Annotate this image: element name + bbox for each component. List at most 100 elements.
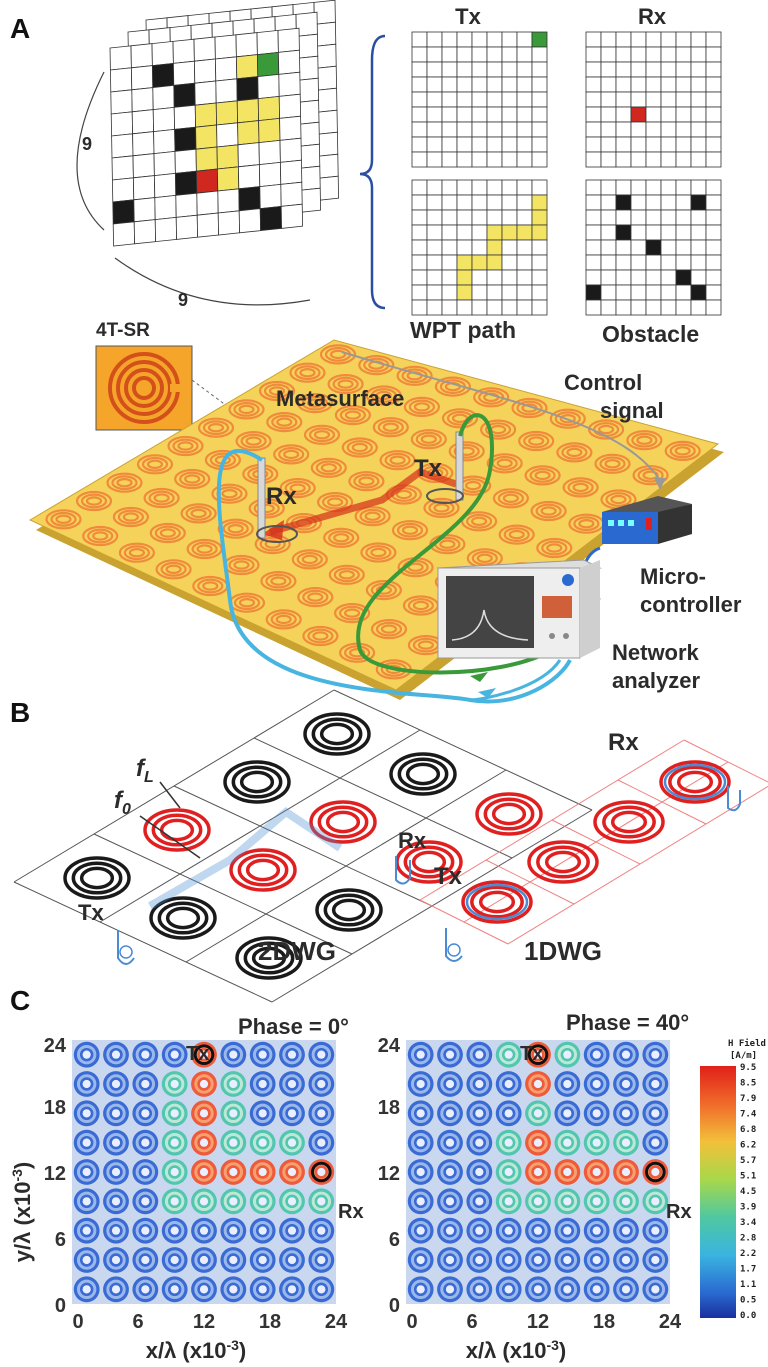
grid-cell bbox=[705, 61, 722, 78]
active-resonator bbox=[527, 840, 599, 884]
grid-cell bbox=[675, 31, 692, 48]
grid-cell bbox=[675, 76, 692, 93]
ring-center bbox=[258, 1109, 267, 1118]
grid-cell bbox=[133, 219, 157, 245]
resonator-ring bbox=[333, 567, 360, 583]
ring-highlight bbox=[616, 1191, 636, 1212]
grid-cell bbox=[411, 46, 428, 63]
tx-grid-title: Tx bbox=[455, 4, 481, 29]
grid-cell bbox=[153, 150, 176, 177]
grid-cell bbox=[630, 31, 647, 48]
ring-center bbox=[563, 1079, 572, 1089]
ring-center bbox=[141, 1167, 150, 1177]
f-zero-label: f0 bbox=[114, 787, 131, 818]
grid-cell bbox=[426, 209, 443, 226]
tx-cable bbox=[356, 413, 553, 675]
grid-cell bbox=[531, 91, 548, 108]
resonator-ring bbox=[567, 480, 594, 495]
ring-highlight bbox=[252, 1044, 273, 1065]
resonator-ring bbox=[85, 496, 103, 506]
grid-cell bbox=[645, 209, 662, 226]
grid-cell bbox=[705, 299, 722, 316]
grid-cell bbox=[426, 121, 443, 138]
grid-cell bbox=[585, 151, 602, 168]
ring-highlight bbox=[223, 1250, 244, 1270]
y-tick-label: 0 bbox=[55, 1295, 66, 1317]
resonator-ring bbox=[339, 407, 366, 423]
ring-center bbox=[258, 1255, 267, 1265]
grid-cell bbox=[238, 208, 262, 234]
ring-highlight bbox=[311, 1132, 332, 1153]
resonator-ring bbox=[599, 456, 626, 472]
resonator-ring bbox=[365, 545, 392, 560]
x-tick-label: 12 bbox=[527, 1311, 549, 1333]
bracket bbox=[359, 34, 386, 310]
resonator-ring bbox=[572, 482, 589, 493]
map0-xlabel: x/λ (x10-3) bbox=[146, 1337, 247, 1363]
1dwg-rx-label: Rx bbox=[608, 729, 639, 756]
phase0-label: Phase = 0° bbox=[238, 1014, 349, 1039]
ring-center bbox=[82, 1226, 91, 1235]
resonator-ring bbox=[328, 530, 355, 546]
resonator-ring bbox=[165, 564, 182, 575]
ring-highlight bbox=[440, 1103, 460, 1124]
grid-cell bbox=[111, 177, 135, 203]
ring-highlight bbox=[76, 1132, 97, 1153]
grid-cell bbox=[660, 194, 677, 211]
grid-cell bbox=[214, 56, 238, 82]
grid-cell bbox=[501, 194, 518, 211]
ring-highlight bbox=[498, 1220, 519, 1241]
resonator-ring bbox=[253, 501, 280, 516]
ring-center bbox=[475, 1285, 484, 1294]
grid-cell bbox=[600, 31, 617, 48]
grid-cell bbox=[456, 179, 473, 196]
resonator-ring bbox=[307, 628, 334, 644]
resonator-ring bbox=[289, 483, 306, 493]
grid-cell bbox=[615, 136, 632, 153]
grid-cell bbox=[600, 209, 617, 226]
grid-cell bbox=[471, 194, 488, 211]
ring-center bbox=[475, 1079, 484, 1089]
grid-cell bbox=[690, 76, 707, 93]
grid-cell bbox=[152, 84, 175, 111]
resonator-ring bbox=[341, 437, 378, 458]
resonator-ring bbox=[284, 480, 311, 496]
resonator-ring bbox=[123, 545, 150, 561]
grid-cell bbox=[516, 106, 533, 123]
grid-cell bbox=[426, 299, 443, 316]
grid-cell bbox=[675, 239, 692, 256]
ring-center bbox=[445, 1138, 455, 1147]
grid-cell bbox=[195, 124, 218, 150]
ring-center bbox=[445, 1079, 455, 1089]
grid-cell bbox=[615, 121, 632, 138]
ring-center bbox=[287, 1255, 297, 1265]
resonator-ring bbox=[605, 492, 632, 507]
detuned-resonator bbox=[223, 760, 291, 804]
y-tick-label: 24 bbox=[44, 1035, 67, 1057]
grid-cell bbox=[690, 299, 707, 316]
grid-cell bbox=[426, 61, 443, 78]
resonator-ring bbox=[180, 503, 217, 524]
ring-highlight bbox=[194, 1279, 214, 1300]
grid-cell bbox=[411, 209, 428, 226]
grid-cell bbox=[426, 194, 443, 211]
resonator-ring bbox=[306, 398, 323, 408]
control-signal-line bbox=[341, 351, 661, 481]
resonator-ring bbox=[296, 552, 323, 567]
grid-cell bbox=[426, 136, 443, 153]
grid-cell bbox=[660, 284, 677, 301]
grid-cell bbox=[516, 179, 533, 196]
ring-highlight bbox=[106, 1162, 126, 1182]
ring-highlight bbox=[645, 1250, 666, 1270]
ring-highlight bbox=[194, 1132, 214, 1153]
ring-highlight bbox=[498, 1279, 519, 1300]
grid-cell bbox=[471, 209, 488, 226]
resonator-ring bbox=[349, 648, 366, 658]
grid-cell bbox=[516, 151, 533, 168]
resonator-ring bbox=[492, 488, 529, 509]
x-tick-label: 24 bbox=[325, 1311, 348, 1333]
resonator-ring bbox=[338, 570, 355, 580]
grid-cell bbox=[645, 151, 662, 168]
grid-cell bbox=[411, 284, 428, 301]
ring-highlight bbox=[252, 1191, 273, 1212]
